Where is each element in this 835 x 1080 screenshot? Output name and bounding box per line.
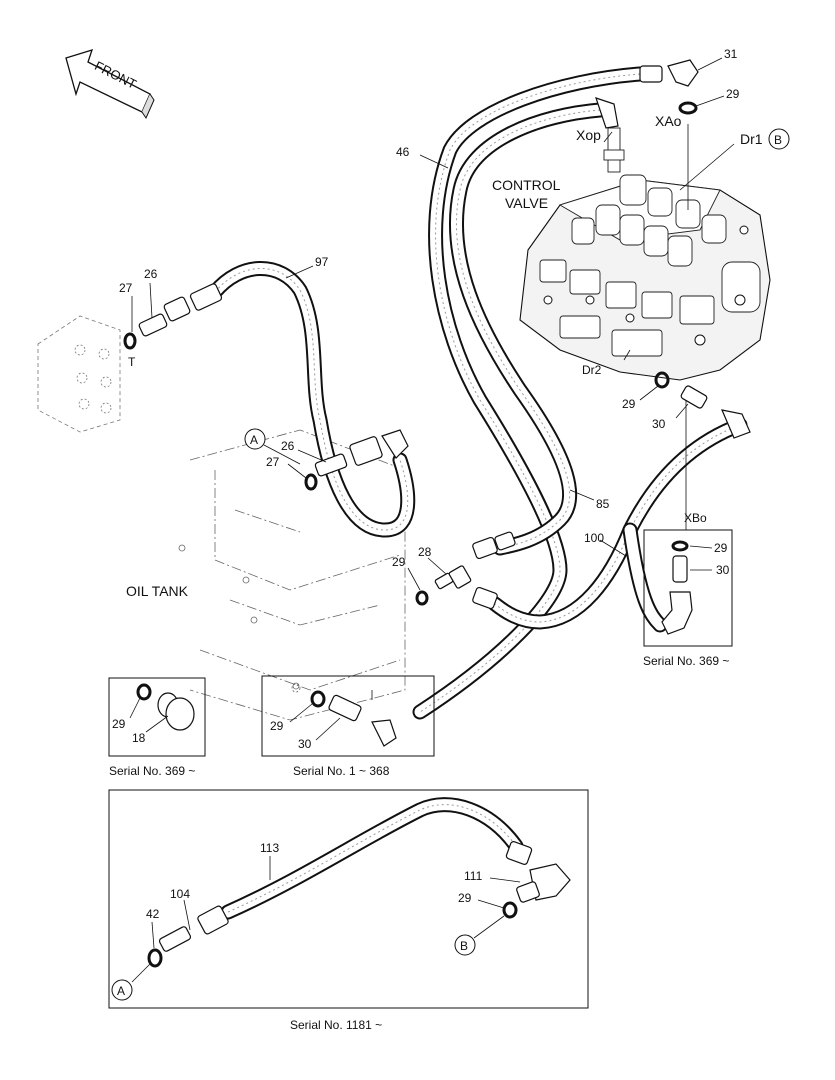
svg-text:A: A: [250, 433, 258, 447]
part-29-tee: 29: [392, 555, 406, 569]
fitting-85-end: [472, 531, 516, 560]
svg-text:B: B: [460, 939, 468, 953]
port-xop: Xop: [576, 127, 601, 143]
hose-113: [220, 797, 524, 920]
tee-28: [434, 565, 472, 590]
control-valve: [519, 127, 771, 381]
leader-lines: [129, 57, 735, 983]
port-xbo: XBo: [684, 511, 707, 525]
detail-box-plug: [108, 677, 206, 757]
part-26-mid: 26: [281, 439, 295, 453]
part-28: 28: [418, 545, 432, 559]
fitting-30-drain: [680, 385, 751, 439]
o-ring-29-tee: [415, 590, 429, 606]
o-ring-29-drain: [654, 371, 670, 389]
o-ring-29-b: [502, 901, 518, 919]
part-29-b: 29: [458, 891, 472, 905]
part-27-mid: 27: [266, 455, 280, 469]
part-42: 42: [146, 907, 160, 921]
part-27-top: 27: [119, 281, 133, 295]
detail-box-xbo: [643, 529, 733, 647]
part-29-old: 29: [270, 719, 284, 733]
part-30-drain: 30: [652, 417, 666, 431]
fitting-26-mid: [314, 429, 409, 477]
fitting-26-top: [138, 283, 223, 337]
part-100: 100: [584, 531, 604, 545]
fitting-104: [158, 905, 229, 952]
caption-serial-369-right: Serial No. 369 ~: [643, 654, 729, 668]
elbow-31: [639, 59, 699, 87]
caption-serial-369-left: Serial No. 369 ~: [109, 764, 195, 778]
elbow-111: [505, 841, 571, 903]
part-111: 111: [464, 869, 483, 883]
circle-ref-a-bottom: A: [111, 979, 133, 1001]
hose-100: [487, 417, 748, 633]
oil-tank-outline: [178, 429, 406, 721]
part-31: 31: [724, 47, 738, 61]
o-ring-29-xbo: [671, 540, 689, 552]
circle-ref-b-bottom: B: [454, 934, 476, 956]
fitting-30-old: [328, 694, 397, 747]
control-valve-label-1: CONTROL: [492, 177, 561, 193]
part-97: 97: [315, 255, 329, 269]
hose-97: [207, 261, 416, 538]
circle-ref-b-top: B: [768, 128, 790, 150]
port-xao: XAo: [655, 113, 682, 129]
o-ring-42: [147, 948, 163, 968]
part-30-xbo: 30: [716, 563, 730, 577]
front-arrow-icon: FRONT: [65, 49, 155, 120]
control-valve-label-2: VALVE: [505, 195, 548, 211]
circle-ref-a-top: A: [244, 428, 266, 450]
svg-text:B: B: [774, 133, 782, 147]
o-ring-29-old: [310, 690, 326, 708]
part-46: 46: [396, 145, 410, 159]
svg-text:A: A: [117, 984, 125, 998]
part-30-old: 30: [298, 737, 312, 751]
port-t: T: [128, 355, 136, 369]
hose-85: [449, 102, 608, 556]
detail-box-old: [261, 675, 435, 757]
o-ring-29-plug: [136, 683, 152, 701]
part-29-top: 29: [726, 87, 740, 101]
part-113: 113: [260, 841, 279, 855]
caption-serial-1181: Serial No. 1181 ~: [290, 1018, 382, 1032]
part-26-top: 26: [144, 267, 158, 281]
part-29-xbo: 29: [714, 541, 728, 555]
hose-46: [412, 66, 648, 720]
manifold-block: [37, 315, 121, 433]
part-29-drain: 29: [622, 397, 636, 411]
part-104: 104: [170, 887, 190, 901]
oil-tank-label: OIL TANK: [126, 583, 189, 599]
caption-serial-1-368: Serial No. 1 ~ 368: [293, 764, 390, 778]
port-dr2: Dr2: [582, 363, 602, 377]
part-85: 85: [596, 497, 610, 511]
part-29-plug: 29: [112, 717, 126, 731]
fitting-100-end: [472, 586, 498, 610]
o-ring-29-top: [678, 101, 698, 115]
elbow-xop: [595, 97, 619, 129]
part-18: 18: [132, 731, 146, 745]
plug-18: [157, 692, 195, 731]
port-dr1: Dr1: [740, 131, 763, 147]
detail-box-1181: [108, 789, 589, 1009]
o-ring-27-top: [123, 332, 137, 350]
o-ring-27-mid: [304, 473, 318, 491]
fitting-30-xbo: [661, 555, 693, 635]
